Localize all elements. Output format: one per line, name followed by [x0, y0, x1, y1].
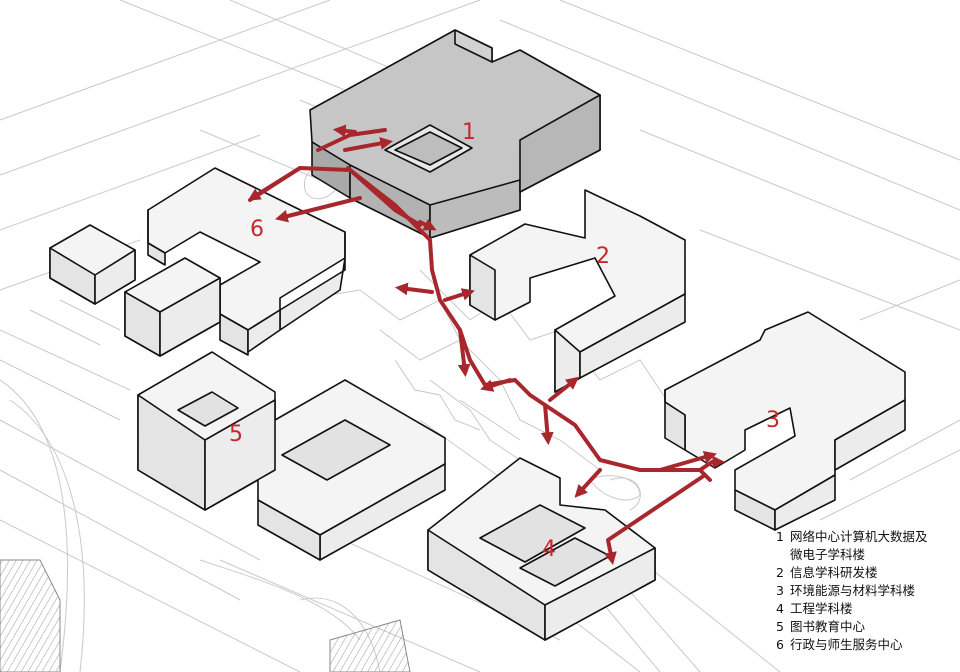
- legend-item-4: 4 工程学科楼: [776, 600, 956, 618]
- label-building-6: 6: [250, 217, 264, 242]
- label-building-4: 4: [542, 537, 556, 562]
- context-bottom-left: [0, 559, 411, 672]
- legend-num: 5: [776, 619, 784, 634]
- label-building-5: 5: [229, 422, 243, 447]
- legend-item-1-continuation: 微电子学科楼: [790, 547, 866, 562]
- legend-item-5: 5 图书教育中心: [776, 618, 956, 636]
- building-3: [664, 311, 906, 531]
- label-building-1: 1: [462, 120, 476, 145]
- legend-text: 网络中心计算机大数据及: [790, 529, 928, 544]
- legend-text: 图书教育中心: [790, 619, 866, 634]
- building-2: [469, 189, 686, 393]
- legend-item-6: 6 行政与师生服务中心: [776, 636, 956, 654]
- building-6: [49, 167, 346, 357]
- legend-item-2: 2 信息学科研发楼: [776, 564, 956, 582]
- label-building-3: 3: [766, 408, 780, 433]
- legend-num: 4: [776, 601, 784, 616]
- legend-item-1: 1 网络中心计算机大数据及: [776, 528, 956, 546]
- circulation-routes: [247, 124, 726, 566]
- legend-text: 信息学科研发楼: [790, 565, 878, 580]
- legend-text: 工程学科楼: [790, 601, 853, 616]
- legend-num: 2: [776, 565, 784, 580]
- building-4: [427, 457, 656, 641]
- legend-item-3: 3 环境能源与材料学科楼: [776, 582, 956, 600]
- building-5: [137, 351, 446, 561]
- legend: 1 网络中心计算机大数据及 微电子学科楼 2 信息学科研发楼 3 环境能源与材料…: [776, 528, 956, 654]
- building-numbers: 1 2 3 4 5 6: [229, 120, 780, 562]
- legend-num: 3: [776, 583, 784, 598]
- legend-num: 6: [776, 637, 784, 652]
- label-building-2: 2: [596, 244, 610, 269]
- legend-text: 行政与师生服务中心: [790, 637, 903, 652]
- legend-num: 1: [776, 529, 784, 544]
- legend-text: 环境能源与材料学科楼: [790, 583, 916, 598]
